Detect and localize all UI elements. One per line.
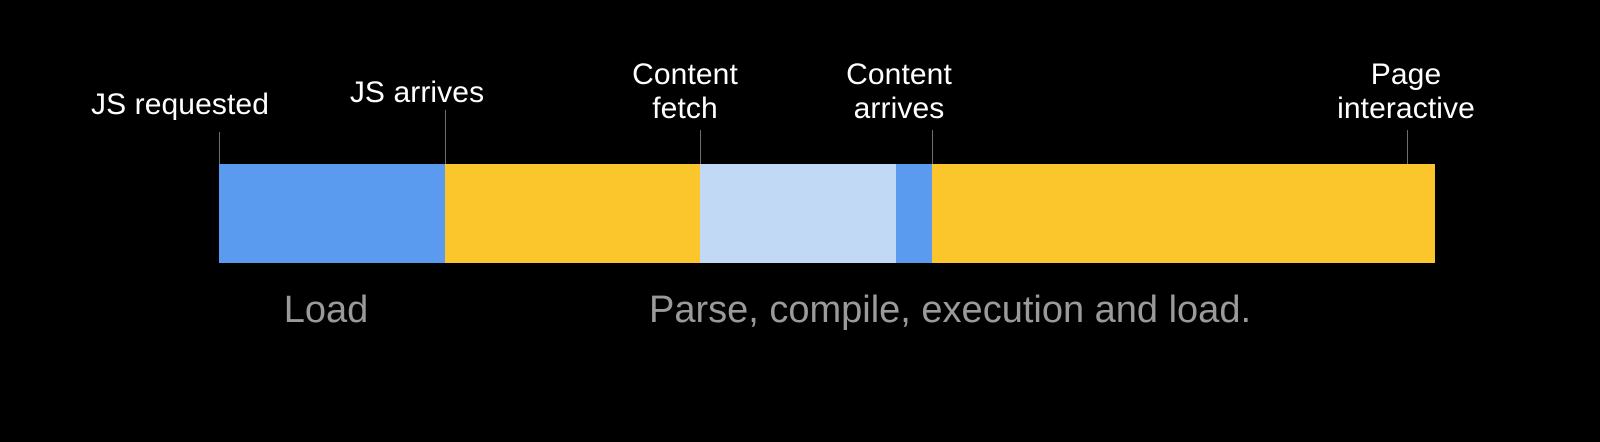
timeline-bar	[219, 164, 1435, 263]
marker-tick-js-arrives	[445, 110, 446, 164]
marker-tick-page-interactive	[1407, 130, 1408, 164]
seg-parse-compile-1	[445, 164, 700, 263]
marker-tick-js-requested	[219, 132, 220, 164]
marker-label-content-fetch: Content fetch	[632, 58, 738, 125]
seg-execute-load	[932, 164, 1435, 263]
marker-label-page-interactive: Page interactive	[1337, 58, 1475, 125]
seg-load-network	[219, 164, 445, 263]
marker-tick-content-arrives	[932, 130, 933, 164]
phase-load: Load	[283, 289, 369, 331]
marker-tick-content-fetch	[700, 130, 701, 164]
marker-label-js-arrives: JS arrives	[349, 76, 485, 109]
seg-content-download	[896, 164, 932, 263]
marker-label-js-requested: JS requested	[91, 88, 269, 121]
seg-content-wait	[700, 164, 896, 263]
marker-label-content-arrives: Content arrives	[846, 58, 952, 125]
phase-parse: Parse, compile, execution and load.	[648, 289, 1252, 331]
